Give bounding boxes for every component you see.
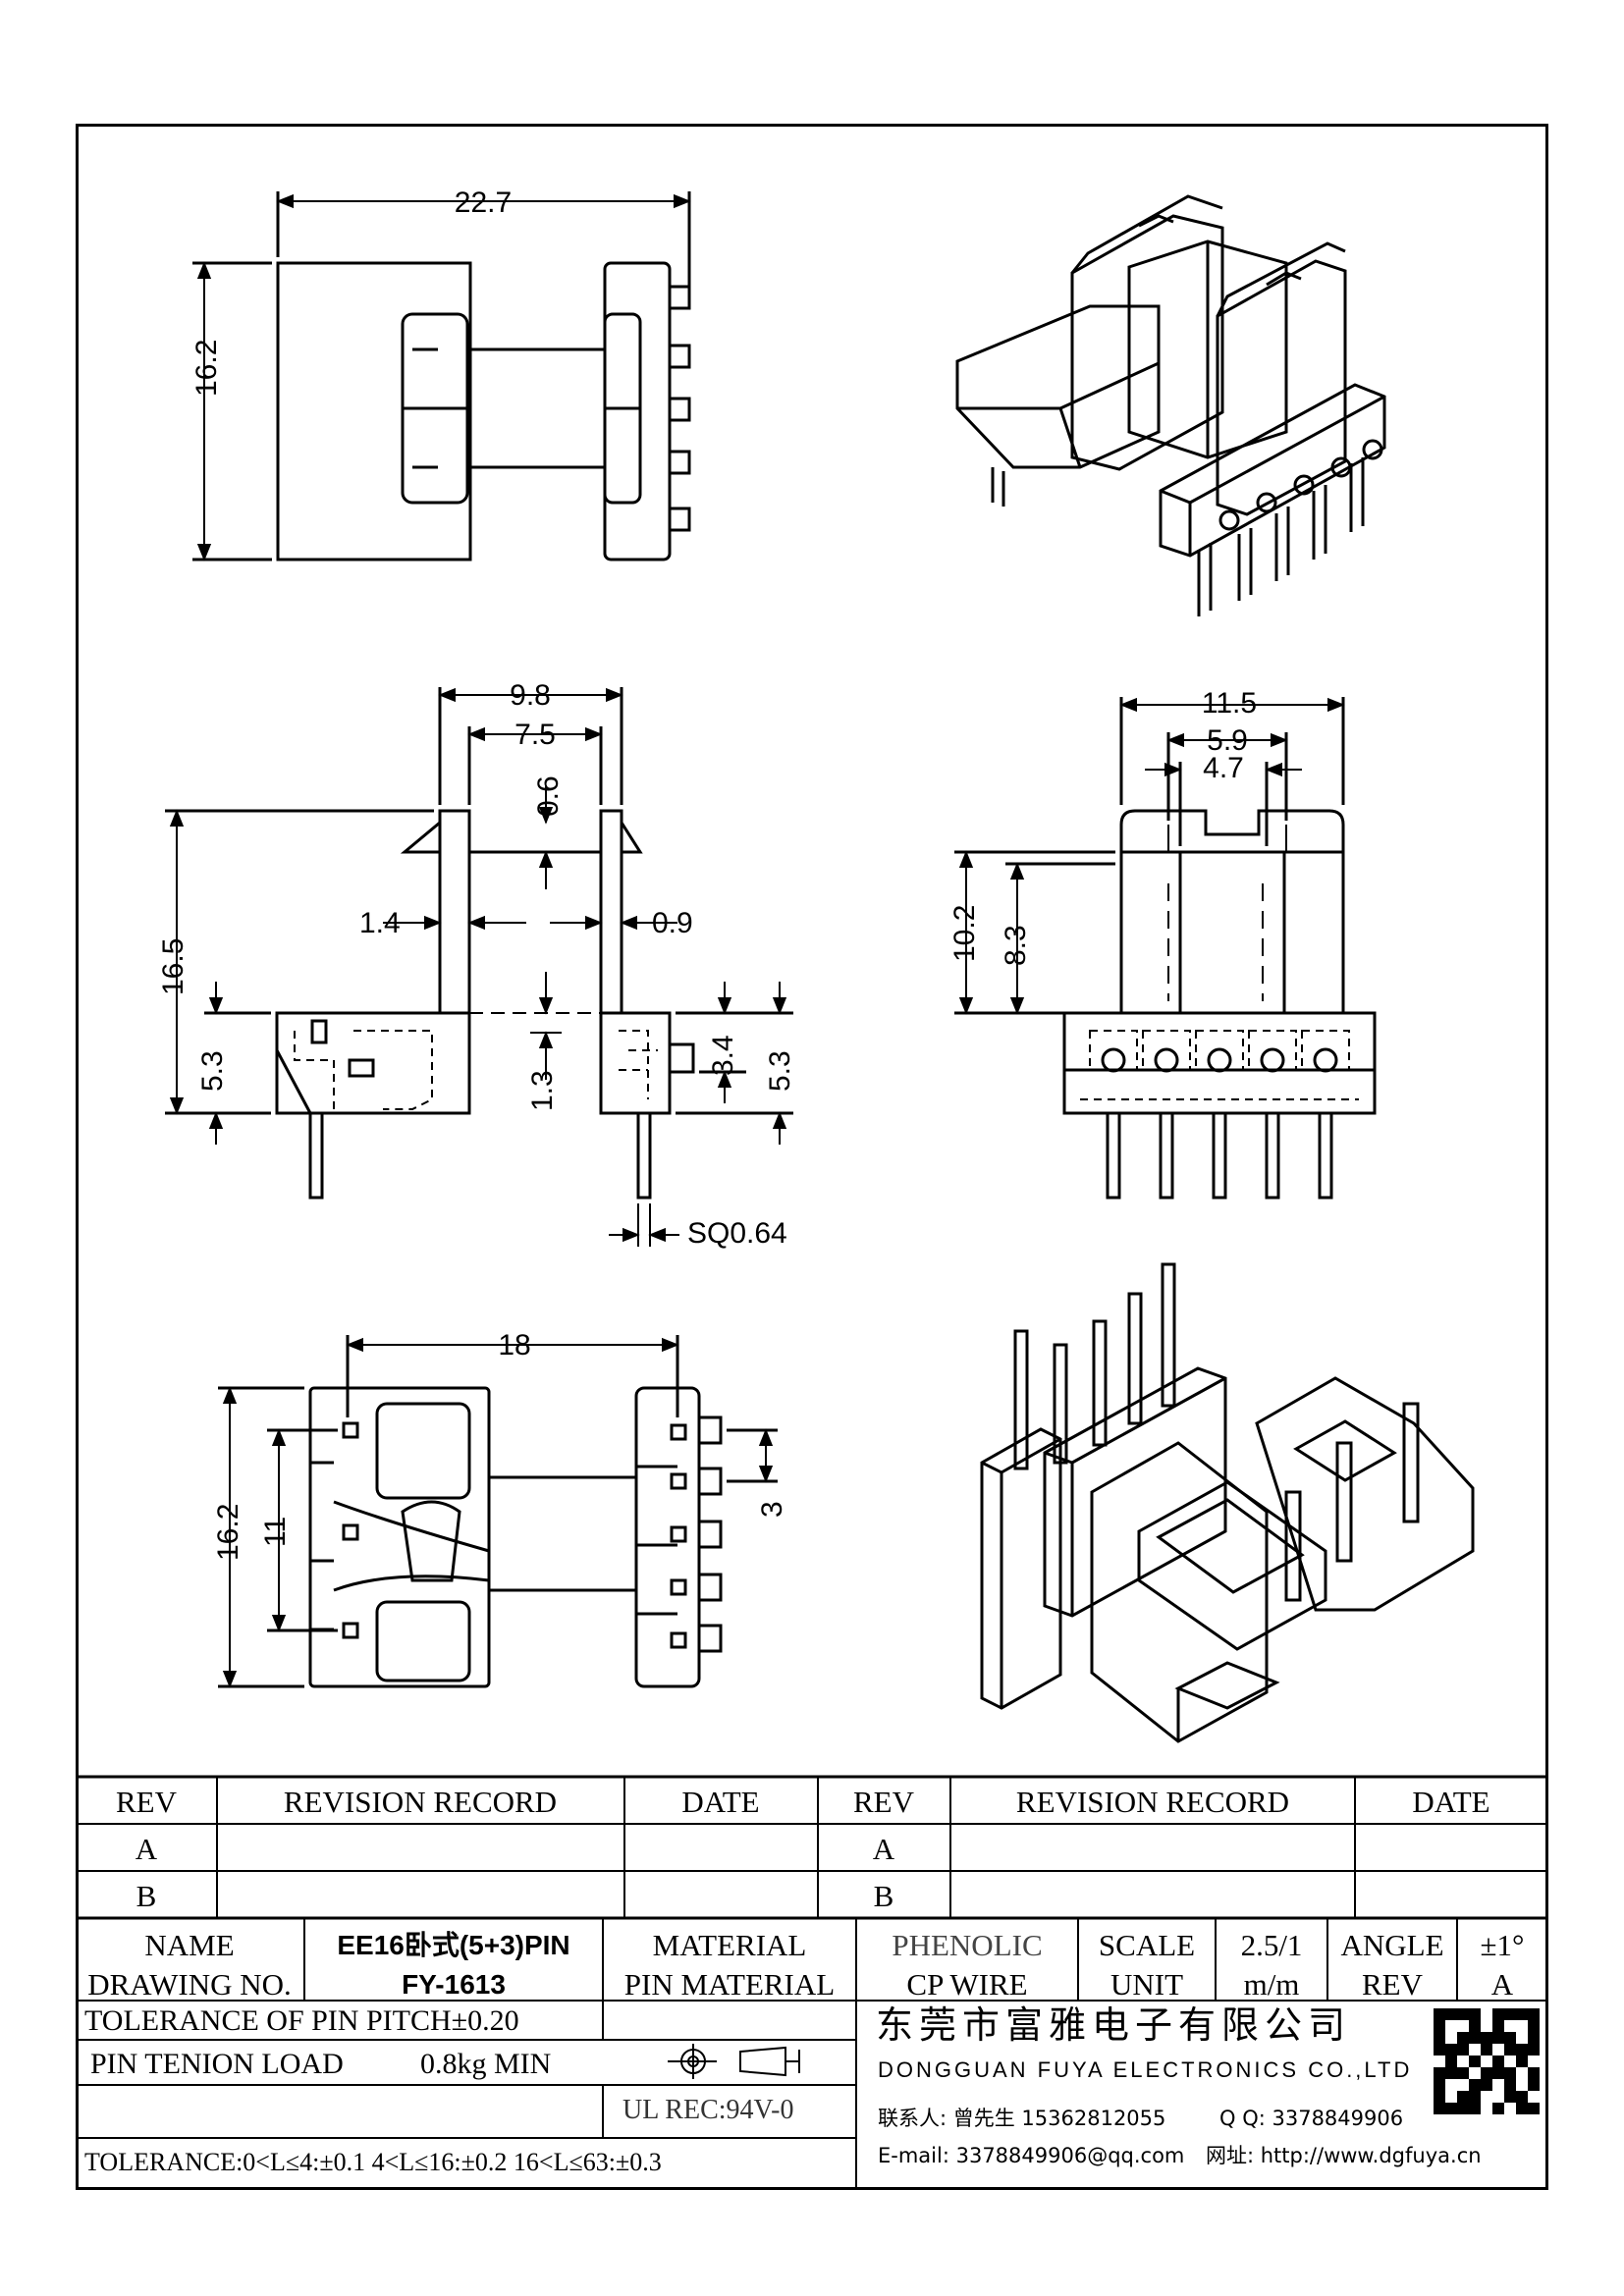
dim-bottom-height: 16.2 — [212, 1503, 244, 1561]
dim-front-slot-outer: 5.9 — [1207, 724, 1248, 757]
contact-person: 联系人: 曾先生 15362812055 — [878, 2107, 1166, 2130]
dim-side-inner-width: 7.5 — [514, 719, 556, 751]
dim-pin-size: SQ0.64 — [687, 1217, 787, 1250]
contact-email: E-mail: 3378849906@qq.com — [878, 2144, 1185, 2167]
front-view — [954, 697, 1377, 1200]
rev-value: A — [1490, 1967, 1514, 2002]
scale-value: 2.5/1 — [1240, 1928, 1303, 1962]
name-label: NAME — [144, 1928, 235, 1962]
dim-top-height: 16.2 — [190, 339, 223, 397]
unit-label: UNIT — [1110, 1967, 1184, 2002]
title-block-grid — [76, 1775, 1548, 2190]
rev-row-a-left: A — [135, 1832, 158, 1866]
dim-side-height: 16.5 — [157, 937, 189, 995]
pin-material-value: CP WIRE — [906, 1967, 1028, 2002]
rev-label: REV — [1362, 1967, 1423, 2002]
dim-bottom-pin-span: 11 — [259, 1516, 292, 1547]
dim-bottom-width: 18 — [498, 1329, 531, 1362]
qr-code-icon — [1434, 2008, 1540, 2114]
bottom-view — [218, 1335, 778, 1688]
dim-front-width: 11.5 — [1201, 687, 1258, 720]
general-tolerance: TOLERANCE:0<L≤4:±0.1 4<L≤16:±0.2 16<L≤63… — [84, 2148, 662, 2176]
dim-base-height-right: 5.3 — [764, 1050, 796, 1092]
ul-rec: UL REC:94V-0 — [623, 2095, 794, 2125]
dim-front-window-height: 8.3 — [1000, 925, 1032, 966]
rev-header-1: REV — [116, 1785, 177, 1819]
dim-wall-right: 0.9 — [652, 907, 693, 939]
company-name-cn: 东莞市富雅电子有限公司 — [876, 2003, 1352, 2047]
drawing-frame — [76, 124, 1548, 2190]
angle-value: ±1° — [1480, 1928, 1525, 1962]
isometric-bottom-right — [980, 1262, 1475, 1743]
dim-front-height: 10.2 — [948, 904, 981, 962]
side-view — [165, 687, 793, 1247]
material-value: PHENOLIC — [892, 1928, 1043, 1962]
dim-center-offset: 1.3 — [526, 1070, 559, 1111]
material-label: MATERIAL — [652, 1928, 807, 1962]
dim-pin-offset: 3.4 — [707, 1035, 739, 1076]
rev-row-b-right: B — [873, 1879, 894, 1913]
rev-header-2: REV — [853, 1785, 914, 1819]
pin-material-label: PIN MATERIAL — [623, 1967, 836, 2002]
dim-wall-left: 1.4 — [359, 907, 401, 939]
rev-row-b-left: B — [135, 1879, 157, 1913]
date-header-1: DATE — [681, 1785, 760, 1819]
isometric-top-right — [955, 194, 1386, 616]
part-name: EE16卧式(5+3)PIN — [337, 1930, 570, 1960]
dim-pin-pitch: 3 — [756, 1501, 788, 1518]
dim-side-outer-width: 9.8 — [510, 679, 551, 712]
contact-qq: Q Q: 3378849906 — [1219, 2107, 1404, 2130]
company-name-en: DONGGUAN FUYA ELECTRONICS CO.,LTD — [878, 2057, 1413, 2082]
dim-flange-thickness: 0.6 — [532, 775, 565, 817]
revision-record-header-2: REVISION RECORD — [1015, 1785, 1290, 1819]
pin-pitch-tolerance: TOLERANCE OF PIN PITCH±0.20 — [84, 2004, 519, 2037]
pin-tension-label: PIN TENION LOAD — [90, 2048, 344, 2080]
rev-row-a-right: A — [872, 1832, 895, 1866]
unit-value: m/m — [1243, 1967, 1300, 2002]
company-website: 网址: http://www.dgfuya.cn — [1206, 2144, 1482, 2167]
dim-top-width: 22.7 — [454, 187, 513, 219]
pin-tension-value: 0.8kg MIN — [420, 2048, 552, 2080]
top-view — [192, 191, 691, 561]
angle-label: ANGLE — [1340, 1928, 1444, 1962]
scale-label: SCALE — [1098, 1928, 1196, 1962]
drawing-number: FY-1613 — [402, 1969, 506, 2000]
date-header-2: DATE — [1412, 1785, 1490, 1819]
drawing-no-label: DRAWING NO. — [87, 1967, 292, 2002]
dim-front-slot-inner: 4.7 — [1203, 752, 1244, 784]
revision-record-header-1: REVISION RECORD — [283, 1785, 558, 1819]
dim-base-height-left: 5.3 — [196, 1050, 229, 1092]
